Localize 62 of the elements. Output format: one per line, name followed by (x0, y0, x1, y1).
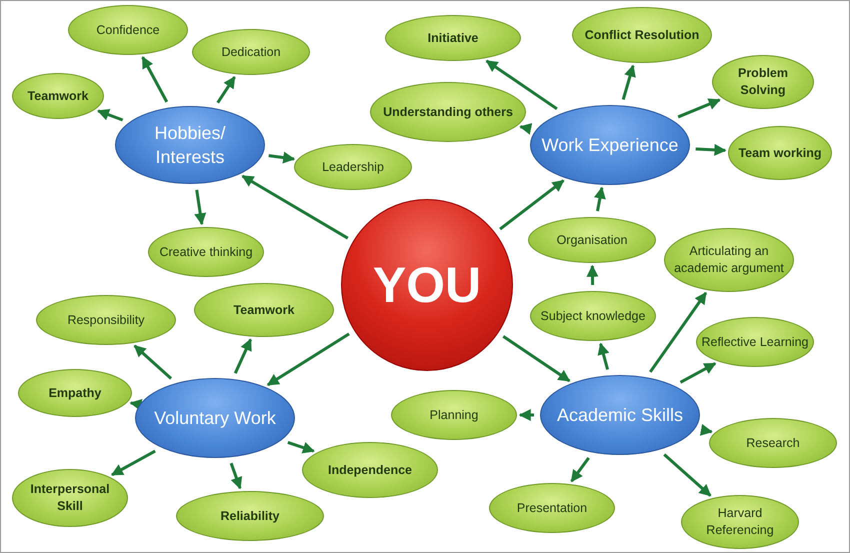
arrow (570, 456, 590, 482)
node-label: Interpersonal Skill (29, 481, 111, 515)
ellipse-node (12, 73, 104, 119)
node-label: Responsibility (66, 312, 146, 328)
arrow (678, 98, 721, 118)
node-label: Work Experience (540, 134, 680, 157)
node-label: Organisation (556, 232, 628, 248)
arrow (700, 424, 713, 436)
ellipse-node (709, 418, 837, 468)
node-label: Hobbies/ Interests (153, 122, 227, 169)
node-label: Reliability (219, 508, 281, 524)
arrow (622, 64, 636, 100)
node-label: Understanding others (382, 104, 514, 120)
node-label: Conflict Resolution (584, 26, 700, 44)
arrow (594, 186, 606, 212)
node-label: Presentation (516, 500, 588, 516)
node-label: Teamwork (232, 302, 296, 318)
arrow (141, 56, 168, 103)
node-label: Creative thinking (158, 244, 254, 260)
arrow (663, 453, 712, 497)
arrow (242, 174, 349, 240)
node-label: Problem Solving (736, 65, 789, 99)
node-label: Initiative (426, 30, 480, 46)
arrow (696, 144, 726, 156)
node-label: Research (745, 434, 801, 452)
arrow (110, 450, 156, 476)
node-label: Independence (326, 462, 414, 478)
node-label: YOU (372, 256, 482, 314)
arrow (680, 362, 716, 384)
arrow (134, 344, 172, 380)
node-label: Leadership (321, 158, 385, 176)
node-label: Reflective Learning (700, 334, 810, 350)
arrow (234, 338, 252, 374)
node-label: Subject knowledge (540, 308, 646, 324)
arrow (230, 462, 242, 490)
arrow (598, 342, 610, 370)
arrow (518, 409, 534, 421)
arrow (216, 76, 236, 104)
arrow (486, 60, 558, 110)
arrow (519, 123, 532, 135)
arrow (499, 179, 564, 230)
arrow (502, 335, 570, 382)
arrow (586, 264, 598, 286)
node-label: Empathy (48, 384, 102, 402)
node-label: Team working (737, 144, 823, 162)
arrow (266, 332, 350, 386)
arrow (130, 398, 142, 411)
node-label: Academic Skills (556, 404, 684, 427)
node-label: Dedication (220, 44, 282, 60)
node-label: Teamwork (26, 88, 90, 104)
arrow (97, 109, 124, 122)
node-label: Articulating an academic argument (673, 243, 785, 277)
node-label: Voluntary Work (153, 406, 277, 430)
arrow (287, 441, 315, 454)
arrow (649, 292, 708, 373)
ellipse-node (302, 442, 438, 498)
ellipse-node (18, 369, 132, 417)
node-label: Harvard Referencing (705, 505, 775, 539)
arrow (268, 152, 296, 164)
node-label: Planning (428, 406, 480, 424)
node-label: Confidence (95, 22, 161, 38)
arrow (194, 190, 206, 226)
